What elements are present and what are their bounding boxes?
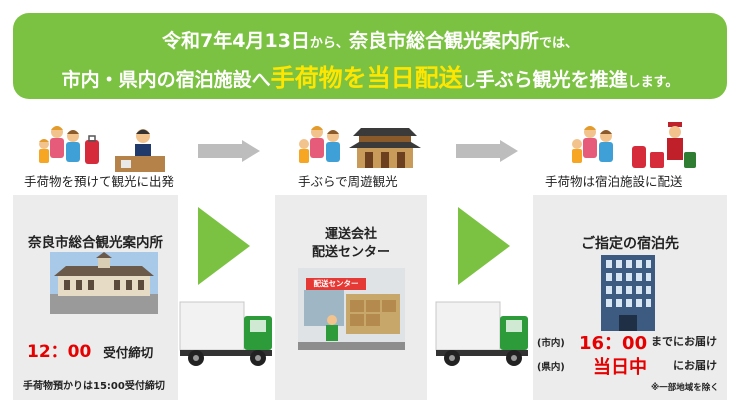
delivery-truck-icon [435, 301, 528, 366]
delivery-center-card: 運送会社 配送センター 配送センター [275, 195, 427, 400]
grey-arrow-right-icon [456, 140, 518, 162]
headline-line-2: 市内・県内の宿泊施設へ手荷物を当日配送し手ぶら観光を推進します。 [13, 58, 727, 93]
city-delivery-suffix: までにお届け [651, 335, 717, 348]
destination-footnote: ※一部地域を除く [651, 383, 719, 393]
info-center-note: 手荷物預かりは15:00受付締切 [23, 381, 165, 392]
prefecture-label: (県内) [537, 362, 565, 373]
step-1-label: 手荷物を預けて観光に出発 [24, 174, 175, 189]
headline-center-name: 奈良市総合観光案内所 [348, 30, 539, 52]
headline-particle: し [462, 75, 476, 90]
headline-banner: 令和7年4月13日から、奈良市総合観光案内所では、 市内・県内の宿泊施設へ手荷物… [13, 13, 727, 99]
info-center-card: 奈良市総合観光案内所 12：00 受付締切 手荷物預かりは15:00受付締切 [13, 195, 178, 400]
headline-particle: では、 [538, 36, 578, 51]
green-arrow-right-icon [198, 207, 250, 285]
delivery-center-title-line-2: 配送センター [311, 245, 390, 260]
headline-scope: 市内・県内の宿泊施設へ [61, 69, 271, 91]
prefecture-delivery-suffix: にお届け [673, 359, 717, 372]
hotel-building-icon [601, 255, 655, 331]
info-center-deadline-label: 受付締切 [103, 345, 154, 360]
info-center-building-photo [50, 252, 158, 314]
family-luggage-reception-illustration [39, 126, 165, 172]
headline-particle: から、 [309, 36, 349, 51]
headline-highlight: 手荷物を当日配送 [270, 64, 463, 92]
step-2-label: 手ぶらで周遊観光 [298, 174, 398, 189]
headline-line-1: 令和7年4月13日から、奈良市総合観光案内所では、 [13, 26, 727, 53]
step-3-label: 手荷物は宿泊施設に配送 [545, 174, 683, 189]
info-center-title: 奈良市総合観光案内所 [28, 235, 163, 251]
prefecture-delivery-time: 当日中 [593, 357, 647, 378]
delivery-truck-icon [179, 301, 272, 366]
headline-goal: 手ぶら観光を推進 [475, 69, 628, 91]
headline-date: 令和7年4月13日 [162, 30, 310, 52]
info-center-deadline-time: 12：00 [27, 342, 92, 362]
info-center-deadline: 12：00 受付締切 [27, 337, 153, 362]
delivery-center-photo: 配送センター [298, 268, 405, 350]
destination-card: ご指定の宿泊先 (市内) 16：00 までにお届け (県内) 当日中 にお届け … [533, 195, 727, 400]
delivery-center-title-line-1: 運送会社 [324, 227, 377, 242]
family-bellhop-illustration [572, 122, 696, 168]
family-temple-illustration [299, 126, 421, 168]
destination-title: ご指定の宿泊先 [581, 236, 679, 252]
city-label: (市内) [537, 338, 565, 349]
warehouse-illustration [298, 290, 405, 350]
delivery-center-sign: 配送センター [306, 278, 366, 290]
headline-particle: します。 [627, 75, 679, 90]
grey-arrow-right-icon [198, 140, 260, 162]
green-arrow-right-icon [458, 207, 510, 285]
city-delivery-time: 16：00 [579, 333, 648, 354]
